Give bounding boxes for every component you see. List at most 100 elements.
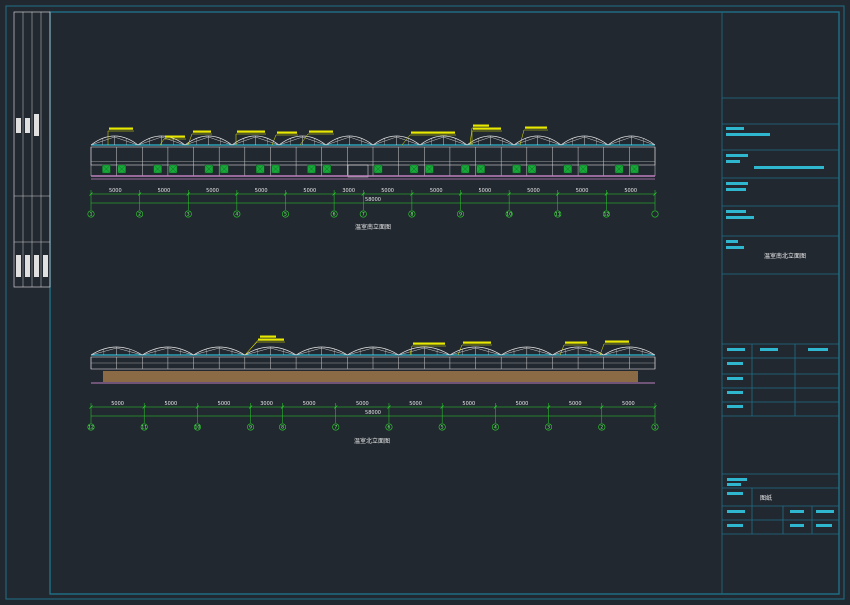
axis-label: 2	[138, 212, 141, 218]
dimension-tick	[458, 192, 463, 196]
leader-line	[599, 343, 605, 356]
axis-label: 4	[235, 212, 238, 218]
leader-text-mark	[237, 130, 265, 133]
axis-label: 10	[195, 425, 201, 431]
dimension-value: 5000	[356, 401, 369, 407]
vent-cross	[461, 164, 470, 174]
axis-bubble	[247, 423, 255, 431]
leader-text-mark	[165, 135, 185, 138]
axis-label: 8	[281, 425, 284, 431]
south-vent-windows	[102, 164, 639, 174]
leader-text-mark	[309, 130, 333, 133]
vent-cross	[220, 164, 229, 174]
dimension-tick	[280, 405, 285, 409]
revision-strip	[13, 11, 51, 288]
axis-bubble	[438, 423, 446, 431]
axis-label: 1	[654, 425, 657, 431]
north-elevation-title: 温室北立面图	[354, 437, 390, 445]
axis-bubble	[87, 423, 95, 431]
dimension-value: 5000	[109, 188, 122, 194]
dimension-value: 5000	[430, 188, 443, 194]
axis-bubble	[193, 423, 201, 431]
axis-bubble	[281, 210, 289, 218]
vent-cross	[425, 164, 434, 174]
leader-text-mark	[258, 338, 284, 341]
leader-text-mark	[260, 335, 276, 338]
dimension-value: 3000	[260, 401, 273, 407]
vent-cross	[153, 164, 162, 174]
south-elevation-title: 温室南立面图	[355, 223, 391, 231]
axis-bubble	[140, 423, 148, 431]
leader-line	[187, 133, 193, 146]
leader-text-mark	[193, 130, 211, 133]
dimension-tick	[653, 405, 657, 409]
leader-text-mark	[463, 341, 491, 344]
axis-bubble	[602, 210, 610, 218]
axis-label: 12	[88, 425, 94, 431]
dimension-value: 5000	[206, 188, 219, 194]
dimension-tick	[186, 192, 190, 196]
dimension-tick	[142, 405, 146, 409]
dimension-tick	[556, 192, 560, 196]
leader-text-mark	[411, 131, 455, 134]
axis-label: 3	[547, 425, 550, 431]
axis-label: 5	[284, 212, 287, 218]
dimension-tick	[248, 405, 253, 409]
dimension-value: 3000	[342, 188, 355, 194]
vent-cross	[579, 164, 588, 174]
dimension-value: 5000	[303, 188, 316, 194]
dimension-value: 5000	[303, 401, 316, 407]
vent-cross	[476, 164, 485, 174]
axis-bubble	[545, 423, 553, 431]
leader-line	[457, 344, 463, 356]
dimension-value: 5000	[255, 188, 268, 194]
axis-bubble	[184, 210, 192, 218]
dimension-tick	[387, 405, 391, 409]
dimension-tick	[604, 192, 609, 196]
axis-bubble	[505, 210, 513, 218]
axis-label: 1	[90, 212, 93, 218]
dimension-tick	[137, 192, 142, 196]
vent-cross	[204, 164, 214, 174]
axis-bubble	[598, 423, 606, 431]
axis-label: 11	[555, 212, 561, 218]
axis-bubble	[554, 210, 562, 218]
leader-line	[159, 138, 165, 146]
dimension-value: 5000	[164, 401, 177, 407]
dimension-value: 5000	[624, 188, 637, 194]
vent-cross	[512, 164, 521, 174]
vent-cross	[409, 164, 419, 174]
axis-bubble	[330, 210, 338, 218]
axis-label: 3	[187, 212, 190, 218]
dimension-tick	[332, 192, 336, 196]
inner-frame	[49, 11, 840, 595]
title-block-text-marks	[726, 127, 834, 527]
stamp-label: 图纸	[760, 494, 772, 502]
title-block	[721, 12, 839, 594]
dimension-value: 5000	[218, 401, 231, 407]
axis-label: 2	[600, 425, 603, 431]
vent-cross	[307, 164, 316, 174]
vent-cross	[271, 164, 280, 174]
dimension-tick	[235, 192, 239, 196]
leader-line	[244, 341, 258, 356]
dimension-value: 5000	[569, 401, 582, 407]
vent-cross	[256, 164, 265, 174]
leader-text-mark	[109, 127, 133, 130]
dimension-value: 5000	[409, 401, 422, 407]
leader-line	[469, 127, 473, 146]
leader-text-mark	[473, 124, 489, 127]
dimension-tick	[546, 405, 551, 409]
dimension-tick	[410, 192, 414, 196]
axis-label: 10	[506, 212, 512, 218]
north-insulation-band	[103, 371, 638, 382]
axis-label: 6	[333, 212, 336, 218]
dimension-value: 5000	[462, 401, 475, 407]
dimension-tick	[89, 405, 93, 409]
leader-text-mark	[605, 340, 629, 343]
vent-cross	[102, 164, 111, 174]
